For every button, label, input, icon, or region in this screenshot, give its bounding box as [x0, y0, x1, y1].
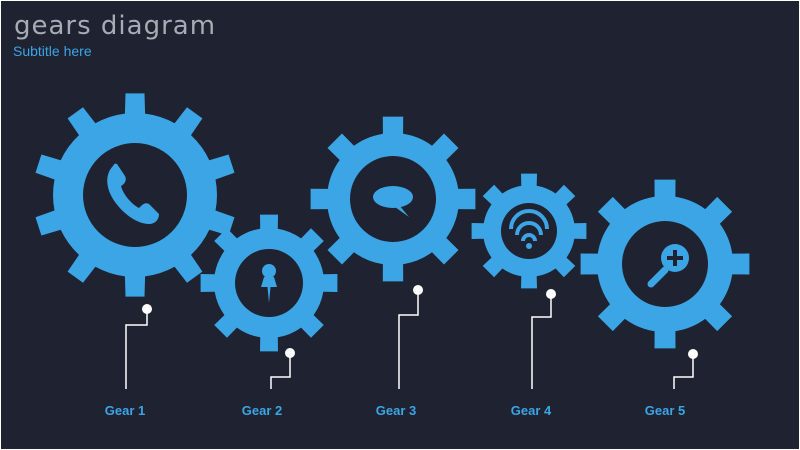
- connector-dot: [142, 304, 152, 314]
- gear-4-connector: [531, 289, 556, 389]
- wifi-signal-icon: [509, 209, 549, 249]
- gear-1-label: Gear 1: [105, 403, 145, 418]
- gear-2-connector: [270, 348, 295, 389]
- phone-icon: [107, 163, 159, 224]
- zoom-in-icon: [647, 244, 689, 288]
- connector-dot: [546, 289, 556, 299]
- connector-line: [270, 353, 291, 389]
- gear-2-label: Gear 2: [242, 403, 282, 418]
- gear-4-label: Gear 4: [511, 403, 552, 418]
- connector-dot: [688, 349, 698, 359]
- pushpin-icon: [261, 264, 277, 303]
- connector-dot: [285, 348, 295, 358]
- speech-bubble-icon: [373, 186, 413, 217]
- gear-4: [471, 173, 587, 289]
- connector-line: [673, 354, 694, 389]
- gear-1: [35, 93, 235, 297]
- gear-3-label: Gear 3: [376, 403, 416, 418]
- gear-5-connector: [673, 349, 698, 389]
- slide-subtitle: Subtitle here: [13, 43, 92, 59]
- connector-dot: [413, 285, 423, 295]
- gear-3-connector: [398, 285, 423, 389]
- connector-line: [125, 309, 148, 389]
- gear-1-connector: [125, 304, 152, 389]
- slide-title: Gears Diagram: [14, 11, 217, 41]
- gear-hub: [83, 143, 187, 247]
- connector-line: [398, 290, 419, 389]
- connector-line: [531, 294, 552, 389]
- gear-5-label: Gear 5: [645, 403, 685, 418]
